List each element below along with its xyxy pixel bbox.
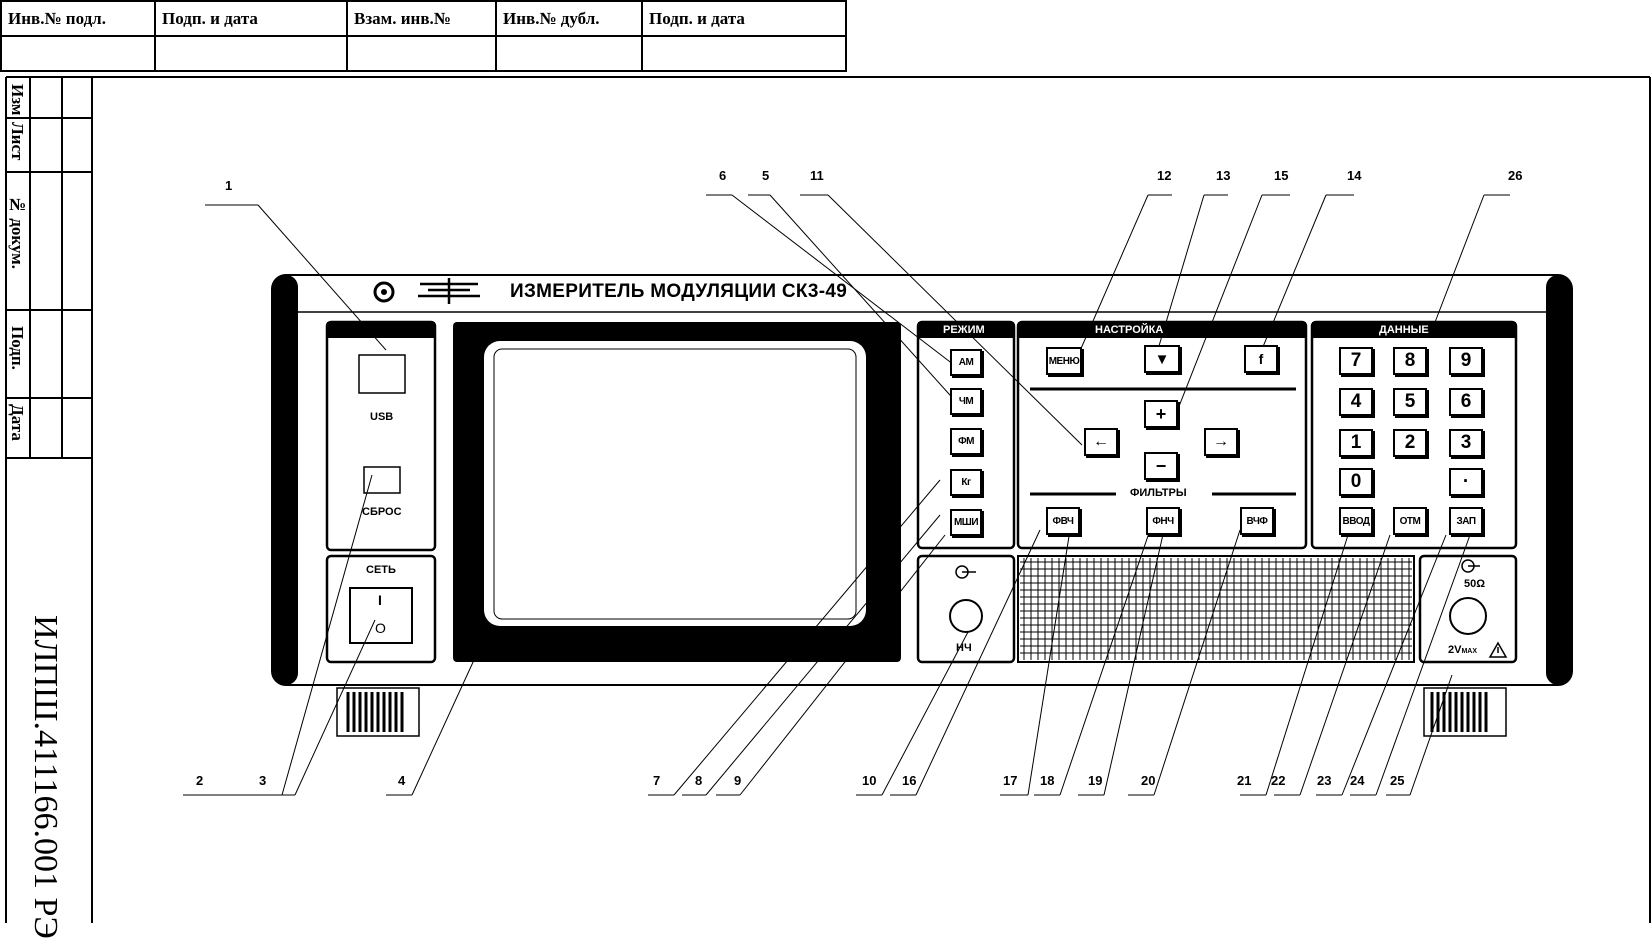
power-label: СЕТЬ — [366, 564, 396, 576]
callout-17: 17 — [1003, 773, 1018, 788]
stamp-cell-inv-dubl: Инв.№ дубл. — [495, 0, 643, 37]
power-off-mark: O — [375, 620, 386, 636]
stamp-side-list: Лист — [8, 122, 27, 161]
callout-1: 1 — [225, 178, 233, 193]
rf-input-connector[interactable] — [1450, 598, 1486, 634]
stamp-cell-podp-data-2: Подп. и дата — [641, 0, 847, 37]
key-3[interactable]: 3 — [1449, 429, 1483, 457]
reset-label: СБРОС — [362, 506, 402, 518]
plus-button[interactable]: + — [1144, 400, 1178, 428]
reset-button[interactable] — [364, 467, 400, 493]
mode-fm-button[interactable]: ЧМ — [950, 388, 982, 415]
tune-group-label: НАСТРОЙКА — [1090, 323, 1169, 337]
callout-20: 20 — [1141, 773, 1156, 788]
rf-max-label: 2VMAX — [1448, 644, 1478, 656]
stamp-side-data: Дата — [8, 404, 27, 441]
stamp-side-podp: Подп. — [8, 326, 27, 370]
filter-hpf-button[interactable]: ФВЧ — [1046, 507, 1080, 535]
right-arrow-button[interactable]: → — [1204, 428, 1238, 456]
store-button[interactable]: ЗАП — [1449, 507, 1483, 535]
callout-19: 19 — [1088, 773, 1103, 788]
key-4[interactable]: 4 — [1339, 388, 1373, 416]
key-7[interactable]: 7 — [1339, 347, 1373, 375]
stamp-cell-vzam: Взам. инв.№ — [346, 0, 497, 37]
filter-rf-button[interactable]: ВЧФ — [1240, 507, 1274, 535]
callout-7: 7 — [653, 773, 661, 788]
callout-4: 4 — [398, 773, 406, 788]
lf-input-connector[interactable] — [950, 600, 982, 632]
device-title: ИЗМЕРИТЕЛЬ МОДУЛЯЦИИ СК3-49 — [510, 281, 848, 302]
key-decimal[interactable]: · — [1449, 468, 1483, 496]
display-screen — [494, 349, 856, 619]
down-arrow-button[interactable]: ▼ — [1144, 345, 1180, 373]
mode-kg-button[interactable]: Кг — [950, 469, 982, 496]
key-0[interactable]: 0 — [1339, 468, 1373, 496]
mode-am-button[interactable]: АМ — [950, 349, 982, 376]
callout-18: 18 — [1040, 773, 1055, 788]
key-2[interactable]: 2 — [1393, 429, 1427, 457]
callout-26: 26 — [1508, 168, 1523, 183]
callout-23: 23 — [1317, 773, 1332, 788]
stamp-side-izm: Изм — [8, 84, 27, 116]
enter-button[interactable]: ВВОД — [1339, 507, 1373, 535]
lf-input-label: НЧ — [956, 642, 972, 654]
warning-icon — [1490, 643, 1506, 657]
rf-impedance-label: 50Ω — [1464, 578, 1486, 590]
usb-port[interactable] — [359, 355, 405, 393]
cancel-button[interactable]: ОТМ — [1393, 507, 1427, 535]
callout-25: 25 — [1390, 773, 1405, 788]
callout-15: 15 — [1274, 168, 1289, 183]
frequency-button[interactable]: f — [1244, 345, 1278, 373]
power-on-mark: I — [378, 592, 382, 608]
filters-label: ФИЛЬТРЫ — [1130, 487, 1187, 499]
usb-label: USB — [370, 411, 394, 423]
stamp-cell-inv-podl: Инв.№ подл. — [0, 0, 156, 37]
callout-14: 14 — [1347, 168, 1362, 183]
key-8[interactable]: 8 — [1393, 347, 1427, 375]
callout-13: 13 — [1216, 168, 1231, 183]
callout-11: 11 — [810, 168, 824, 183]
document-number: ИЛПШ.411166.001 РЭ — [27, 615, 64, 939]
stamp-cell-podp-data: Подп. и дата — [154, 0, 348, 37]
callout-6: 6 — [719, 168, 727, 183]
speaker-grille — [1019, 557, 1413, 661]
callout-21: 21 — [1237, 773, 1252, 788]
callout-2: 2 — [196, 773, 204, 788]
stamp-top-table: Инв.№ подл. Подп. и дата Взам. инв.№ Инв… — [0, 0, 847, 72]
callout-24: 24 — [1350, 773, 1365, 788]
left-arrow-button[interactable]: ← — [1084, 428, 1118, 456]
mode-pm-button[interactable]: ФМ — [950, 428, 982, 455]
callout-8: 8 — [695, 773, 703, 788]
callout-9: 9 — [734, 773, 742, 788]
mode-group-label: РЕЖИМ — [938, 323, 990, 337]
data-group-label: ДАННЫЕ — [1374, 323, 1434, 337]
callout-16: 16 — [902, 773, 917, 788]
stamp-side-dokum: № докум. — [8, 195, 27, 270]
key-9[interactable]: 9 — [1449, 347, 1483, 375]
minus-button[interactable]: − — [1144, 452, 1178, 480]
key-6[interactable]: 6 — [1449, 388, 1483, 416]
key-5[interactable]: 5 — [1393, 388, 1427, 416]
filter-lpf-button[interactable]: ФНЧ — [1146, 507, 1180, 535]
callout-10: 10 — [862, 773, 877, 788]
mode-mshi-button[interactable]: МШИ — [950, 509, 982, 536]
callout-12: 12 — [1157, 168, 1172, 183]
callout-5: 5 — [762, 168, 770, 183]
key-1[interactable]: 1 — [1339, 429, 1373, 457]
callout-22: 22 — [1271, 773, 1286, 788]
callout-3: 3 — [259, 773, 267, 788]
menu-button[interactable]: МЕНЮ — [1046, 347, 1082, 375]
